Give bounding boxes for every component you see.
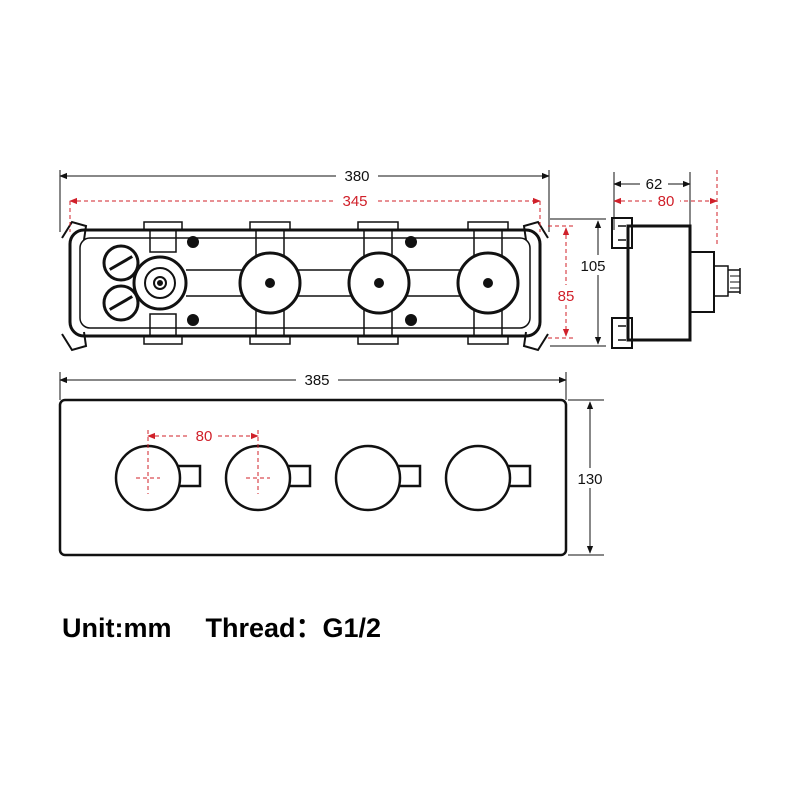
- thread-separator: ：: [295, 613, 323, 643]
- unit-label: Unit:mm: [62, 613, 172, 643]
- handle-knobs: [114, 444, 532, 512]
- thread-value: G1/2: [322, 613, 382, 643]
- thread-label: Thread: [205, 613, 296, 643]
- dim-label-380: 380: [344, 168, 369, 185]
- dim-label-105: 105: [580, 258, 605, 275]
- front-plate: [58, 398, 568, 557]
- handle-knob-1: [114, 444, 202, 512]
- handle-knob-3: [334, 444, 422, 512]
- valve-body-top-view: [59, 170, 550, 352]
- dim-label-62: 62: [646, 176, 663, 193]
- dim-label-80-side: 80: [658, 193, 675, 210]
- dim-label-85: 85: [558, 288, 575, 305]
- dim-label-345: 345: [342, 193, 367, 210]
- handle-knob-2: [224, 444, 312, 512]
- spec-footer: Unit:mm Thread：G1/2: [62, 606, 381, 645]
- dim-label-130: 130: [577, 471, 602, 488]
- dim-label-80-knob: 80: [196, 428, 213, 445]
- dim-label-385: 385: [304, 372, 329, 389]
- handle-knob-4: [444, 444, 532, 512]
